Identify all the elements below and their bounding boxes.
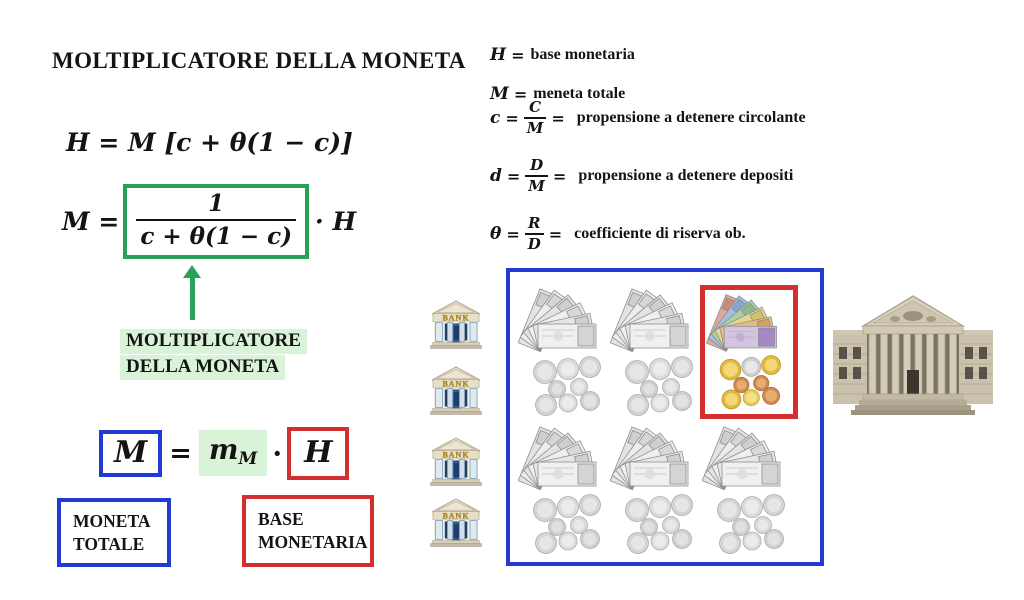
bank-building-icon: BANK — [430, 497, 482, 547]
moneta-totale-line2: TOTALE — [73, 533, 145, 554]
definition-h: H = base monetaria — [490, 45, 635, 65]
definition-theta-text: coefficiente di riserva ob. — [574, 225, 746, 242]
multiplier-fraction: 1 c + θ(1 − c) — [136, 189, 297, 252]
arrow-up-icon — [178, 265, 206, 320]
arrow-head — [183, 265, 201, 278]
definition-d-text: propensione a detenere depositi — [578, 167, 794, 184]
definition-d: d = D M = propensione a detenere deposit… — [490, 156, 793, 196]
moneta-totale-box: MONETA TOTALE — [57, 498, 171, 567]
definition-h-symbol: H — [490, 45, 507, 65]
definition-d-fraction: D M — [525, 156, 548, 196]
definition-c-equals2: = — [551, 108, 565, 128]
bank-label: BANK — [442, 380, 469, 389]
multiplier-label: MOLTIPLICATORE DELLA MONETA — [120, 329, 307, 381]
formula-multiplier-rhs: · H — [315, 207, 357, 236]
fraction-denominator: c + θ(1 − c) — [136, 219, 297, 252]
definition-m: M = meneta totale — [490, 84, 625, 104]
m-blue-box: M — [99, 429, 163, 477]
bank-building-icon: BANK — [430, 299, 482, 349]
multiplier-green-box: 1 c + θ(1 − c) — [123, 184, 310, 259]
definition-c-den: M — [523, 117, 547, 138]
definition-h-text: base monetaria — [530, 46, 635, 63]
bank-label: BANK — [442, 451, 469, 460]
formula-multiplier: M = 1 c + θ(1 − c) · H — [62, 184, 356, 259]
definition-theta-symbol: θ — [490, 224, 502, 244]
money-cell-gray — [610, 424, 705, 557]
definition-m-text: meneta totale — [533, 85, 626, 102]
equals-sign: = — [169, 437, 192, 469]
money-cell-gray — [702, 424, 797, 557]
definition-d-equals1: = — [506, 166, 521, 186]
multiplier-symbol-sub: M — [238, 449, 258, 469]
base-monetaria-box: BASE MONETARIA — [242, 495, 374, 567]
base-monetaria-line2: MONETARIA — [258, 532, 368, 552]
formula-compact: M = mM · H — [99, 421, 350, 485]
base-monetaria-line1: BASE — [258, 509, 304, 529]
definition-c-fraction: C M — [523, 98, 547, 138]
definition-theta-num: R — [528, 214, 541, 232]
bank-building-icon: BANK — [430, 365, 482, 415]
money-cell-gray — [518, 424, 613, 557]
definition-theta-equals2: = — [548, 224, 563, 244]
definition-d-den: M — [525, 175, 548, 196]
page-title: MOLTIPLICATORE DELLA MONETA — [52, 48, 466, 73]
bank-building-icon: BANK — [430, 436, 482, 486]
moneta-totale-line1: MONETA — [73, 510, 151, 531]
bank-label: BANK — [442, 512, 469, 521]
definition-d-num: D — [530, 156, 544, 174]
definition-theta-fraction: R D — [524, 214, 544, 254]
multiplier-label-line2: DELLA MONETA — [120, 355, 286, 380]
definition-m-symbol: M — [490, 84, 509, 104]
definition-c: c = C M = propensione a detenere circola… — [490, 98, 806, 138]
highlighted-money-cell-box — [700, 285, 798, 419]
money-cell-gray — [610, 286, 705, 419]
bank-label: BANK — [442, 314, 469, 323]
dot-operator: · — [272, 436, 283, 470]
definition-c-equals1: = — [505, 108, 519, 128]
fraction-numerator: 1 — [208, 190, 225, 217]
multiplier-symbol-base: m — [208, 433, 239, 466]
definition-theta: θ = R D = coefficiente di riserva ob. — [490, 214, 746, 254]
arrow-stem — [189, 278, 195, 320]
multiplier-symbol-highlight: mM — [198, 430, 268, 476]
h-red-box: H — [287, 426, 350, 480]
formula-multiplier-lhs: M = — [62, 207, 120, 236]
definition-c-symbol: c — [490, 108, 501, 128]
definition-theta-equals1: = — [506, 224, 520, 244]
definition-theta-den: D — [524, 233, 544, 254]
money-cell-colored — [706, 292, 792, 412]
central-bank-building-image — [833, 292, 993, 418]
money-cell-gray — [518, 286, 613, 419]
definition-d-equals2: = — [552, 166, 567, 186]
definition-c-text: propensione a detenere circolante — [576, 109, 806, 126]
definition-h-equals: = — [511, 45, 525, 65]
definition-c-num: C — [529, 98, 542, 116]
multiplier-label-line1: MOLTIPLICATORE — [120, 329, 307, 354]
definition-d-symbol: d — [490, 166, 502, 186]
definition-m-equals: = — [513, 84, 528, 104]
formula-base-money: H = M [c + θ(1 − c)] — [66, 128, 353, 157]
